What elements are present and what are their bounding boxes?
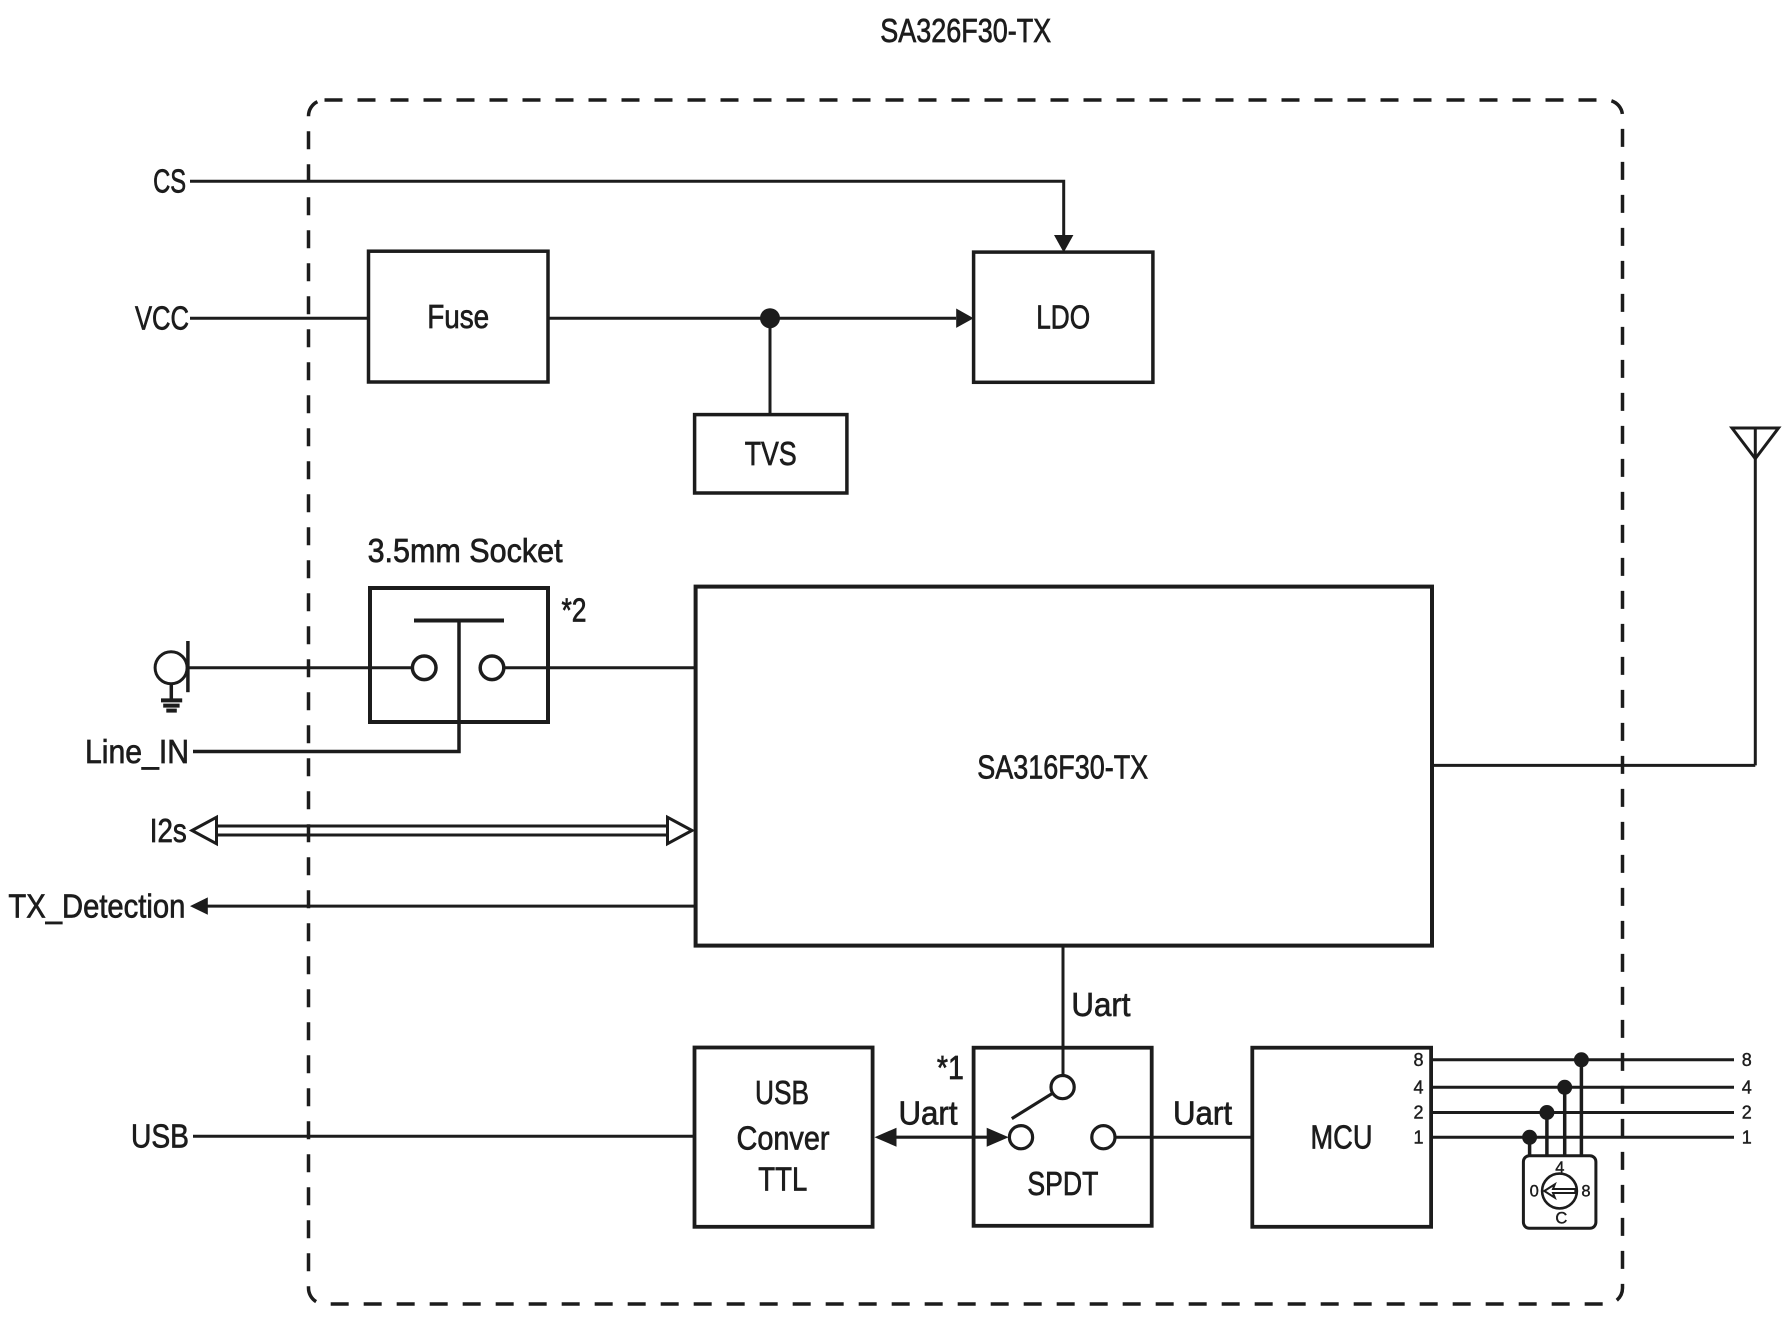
svg-text:Conver: Conver: [737, 1120, 830, 1157]
svg-text:SPDT: SPDT: [1027, 1165, 1098, 1202]
svg-text:*1: *1: [937, 1049, 964, 1086]
svg-text:2: 2: [1742, 1103, 1752, 1123]
svg-text:8: 8: [1742, 1050, 1752, 1070]
svg-text:TVS: TVS: [745, 435, 797, 472]
svg-text:0: 0: [1530, 1183, 1539, 1201]
svg-text:Line_IN: Line_IN: [85, 733, 189, 770]
svg-text:4: 4: [1413, 1077, 1423, 1097]
svg-text:USB: USB: [131, 1118, 189, 1155]
svg-text:VCC: VCC: [135, 299, 189, 336]
svg-text:C: C: [1555, 1210, 1567, 1228]
svg-text:1: 1: [1742, 1127, 1752, 1147]
svg-text:2: 2: [1413, 1103, 1423, 1123]
svg-text:USB: USB: [755, 1074, 809, 1111]
svg-text:*2: *2: [562, 592, 587, 629]
svg-text:Fuse: Fuse: [427, 298, 489, 335]
svg-text:1: 1: [1413, 1127, 1423, 1147]
svg-text:3.5mm Socket: 3.5mm Socket: [368, 532, 563, 569]
svg-text:MCU: MCU: [1311, 1119, 1373, 1156]
svg-text:TTL: TTL: [758, 1160, 807, 1197]
svg-text:8: 8: [1581, 1183, 1590, 1201]
svg-text:4: 4: [1555, 1159, 1564, 1177]
svg-text:SA316F30-TX: SA316F30-TX: [977, 749, 1148, 786]
svg-text:8: 8: [1413, 1050, 1423, 1070]
svg-text:Uart: Uart: [899, 1094, 958, 1131]
svg-text:TX_Detection: TX_Detection: [8, 887, 185, 924]
svg-text:Uart: Uart: [1173, 1094, 1232, 1131]
svg-text:I2s: I2s: [150, 812, 187, 849]
svg-text:4: 4: [1742, 1077, 1752, 1097]
svg-text:CS: CS: [153, 163, 186, 200]
svg-text:SA326F30-TX: SA326F30-TX: [880, 12, 1051, 49]
svg-text:LDO: LDO: [1036, 298, 1090, 335]
svg-text:Uart: Uart: [1071, 986, 1130, 1023]
